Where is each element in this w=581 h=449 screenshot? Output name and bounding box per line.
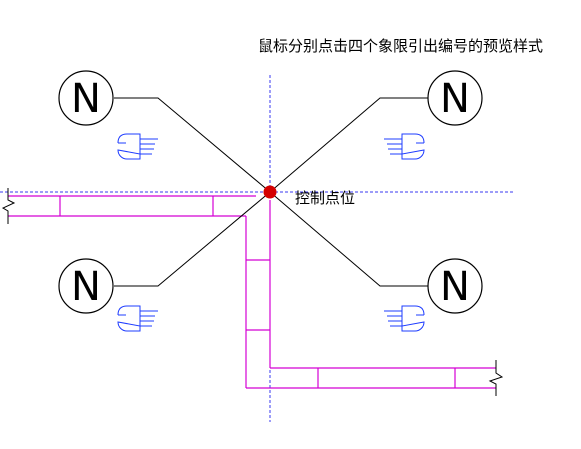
leader-lines [114,97,428,287]
number-marker-bottom-right[interactable]: N [427,258,483,314]
marker-label: N [71,264,101,310]
control-point[interactable] [263,185,277,199]
pointing-hand-right-icon [384,133,425,160]
marker-circle [427,258,483,314]
pointing-hand-right-icon [384,305,425,332]
leader-line-top-left [114,97,271,193]
marker-label: N [440,264,470,310]
number-marker-bottom-left[interactable]: N [58,258,114,314]
marker-label: N [440,76,470,122]
marker-circle [58,258,114,314]
number-marker-top-right[interactable]: N [427,70,483,126]
leader-line-top-right [269,97,428,193]
break-symbol-left [1,188,16,224]
marker-circle [427,70,483,126]
pointing-hand-left-icon [117,133,158,160]
preview-title: 鼠标分别点击四个象限引出编号的预览样式 [258,37,543,55]
axis-lines [0,75,515,422]
leader-line-bottom-left [114,191,271,287]
wall-outline [8,195,496,389]
pointing-hand-left-icon [117,305,158,332]
marker-circle [58,70,114,126]
marker-label: N [71,76,101,122]
number-marker-top-left[interactable]: N [58,70,114,126]
break-symbol-right [488,360,504,396]
control-point-label: 控制点位 [295,189,355,207]
leader-line-bottom-right [269,191,428,287]
